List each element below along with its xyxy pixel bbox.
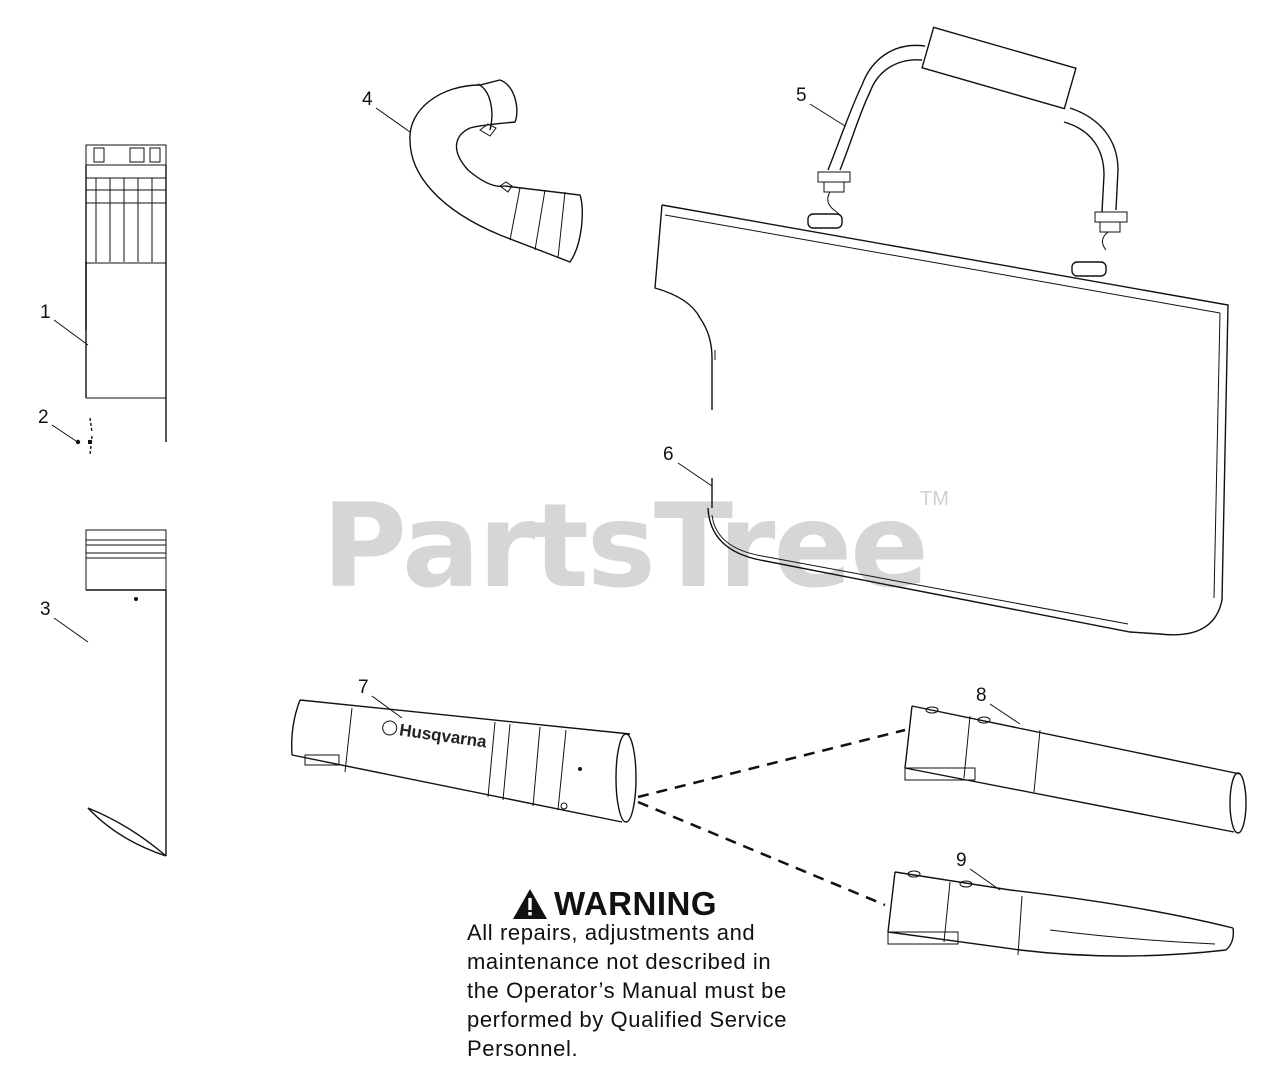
callout-label-6: 6 bbox=[663, 444, 674, 465]
callout-label-8: 8 bbox=[976, 685, 987, 706]
warning-line-3: the Operator’s Manual must be bbox=[467, 978, 787, 1003]
callout-2: 2 bbox=[38, 407, 77, 442]
callout-3: 3 bbox=[40, 599, 89, 643]
callout-label-5: 5 bbox=[796, 85, 807, 106]
callout-6: 6 bbox=[663, 444, 713, 487]
callout-label-9: 9 bbox=[956, 850, 967, 871]
part-9-flat-nozzle bbox=[887, 870, 1235, 957]
tube-brand-logo: Husqvarna bbox=[382, 720, 488, 752]
warning-line-5: Personnel. bbox=[467, 1036, 579, 1061]
part-4-elbow bbox=[409, 79, 583, 263]
connector-lines bbox=[637, 728, 906, 907]
part-6-collection-bag bbox=[654, 204, 1229, 636]
callout-7: 7 bbox=[358, 677, 403, 719]
warning-line-4: performed by Qualified Service bbox=[467, 1007, 788, 1032]
callout-4: 4 bbox=[362, 89, 411, 133]
part-5-strap bbox=[817, 26, 1128, 251]
tube-brand-text: Husqvarna bbox=[398, 720, 488, 751]
husqvarna-crown-icon bbox=[382, 720, 398, 736]
watermark-trademark: TM bbox=[920, 488, 949, 510]
callout-label-3: 3 bbox=[40, 599, 51, 620]
callout-8: 8 bbox=[976, 685, 1021, 725]
part-8-round-nozzle bbox=[904, 705, 1247, 834]
part-3-lower-tube bbox=[85, 529, 167, 857]
part-2-screw bbox=[75, 417, 93, 456]
callout-5: 5 bbox=[796, 85, 846, 127]
callout-label-7: 7 bbox=[358, 677, 369, 698]
callout-label-4: 4 bbox=[362, 89, 373, 110]
part-1-upper-tube bbox=[85, 144, 167, 442]
warning-title: WARNING bbox=[554, 885, 717, 922]
callout-1: 1 bbox=[40, 302, 89, 346]
warning-line-2: maintenance not described in bbox=[467, 949, 772, 974]
watermark-text: PartsTree bbox=[322, 479, 927, 614]
callout-9: 9 bbox=[956, 850, 1001, 891]
warning-line-1: All repairs, adjustments and bbox=[467, 920, 756, 945]
callout-label-2: 2 bbox=[38, 407, 49, 428]
warning-triangle-icon bbox=[513, 889, 547, 919]
warning-text: All repairs, adjustments and maintenance… bbox=[467, 918, 847, 1063]
callout-label-1: 1 bbox=[40, 302, 51, 323]
part-7-blower-tube: Husqvarna bbox=[290, 699, 637, 823]
warning-heading: WARNING bbox=[512, 884, 752, 924]
